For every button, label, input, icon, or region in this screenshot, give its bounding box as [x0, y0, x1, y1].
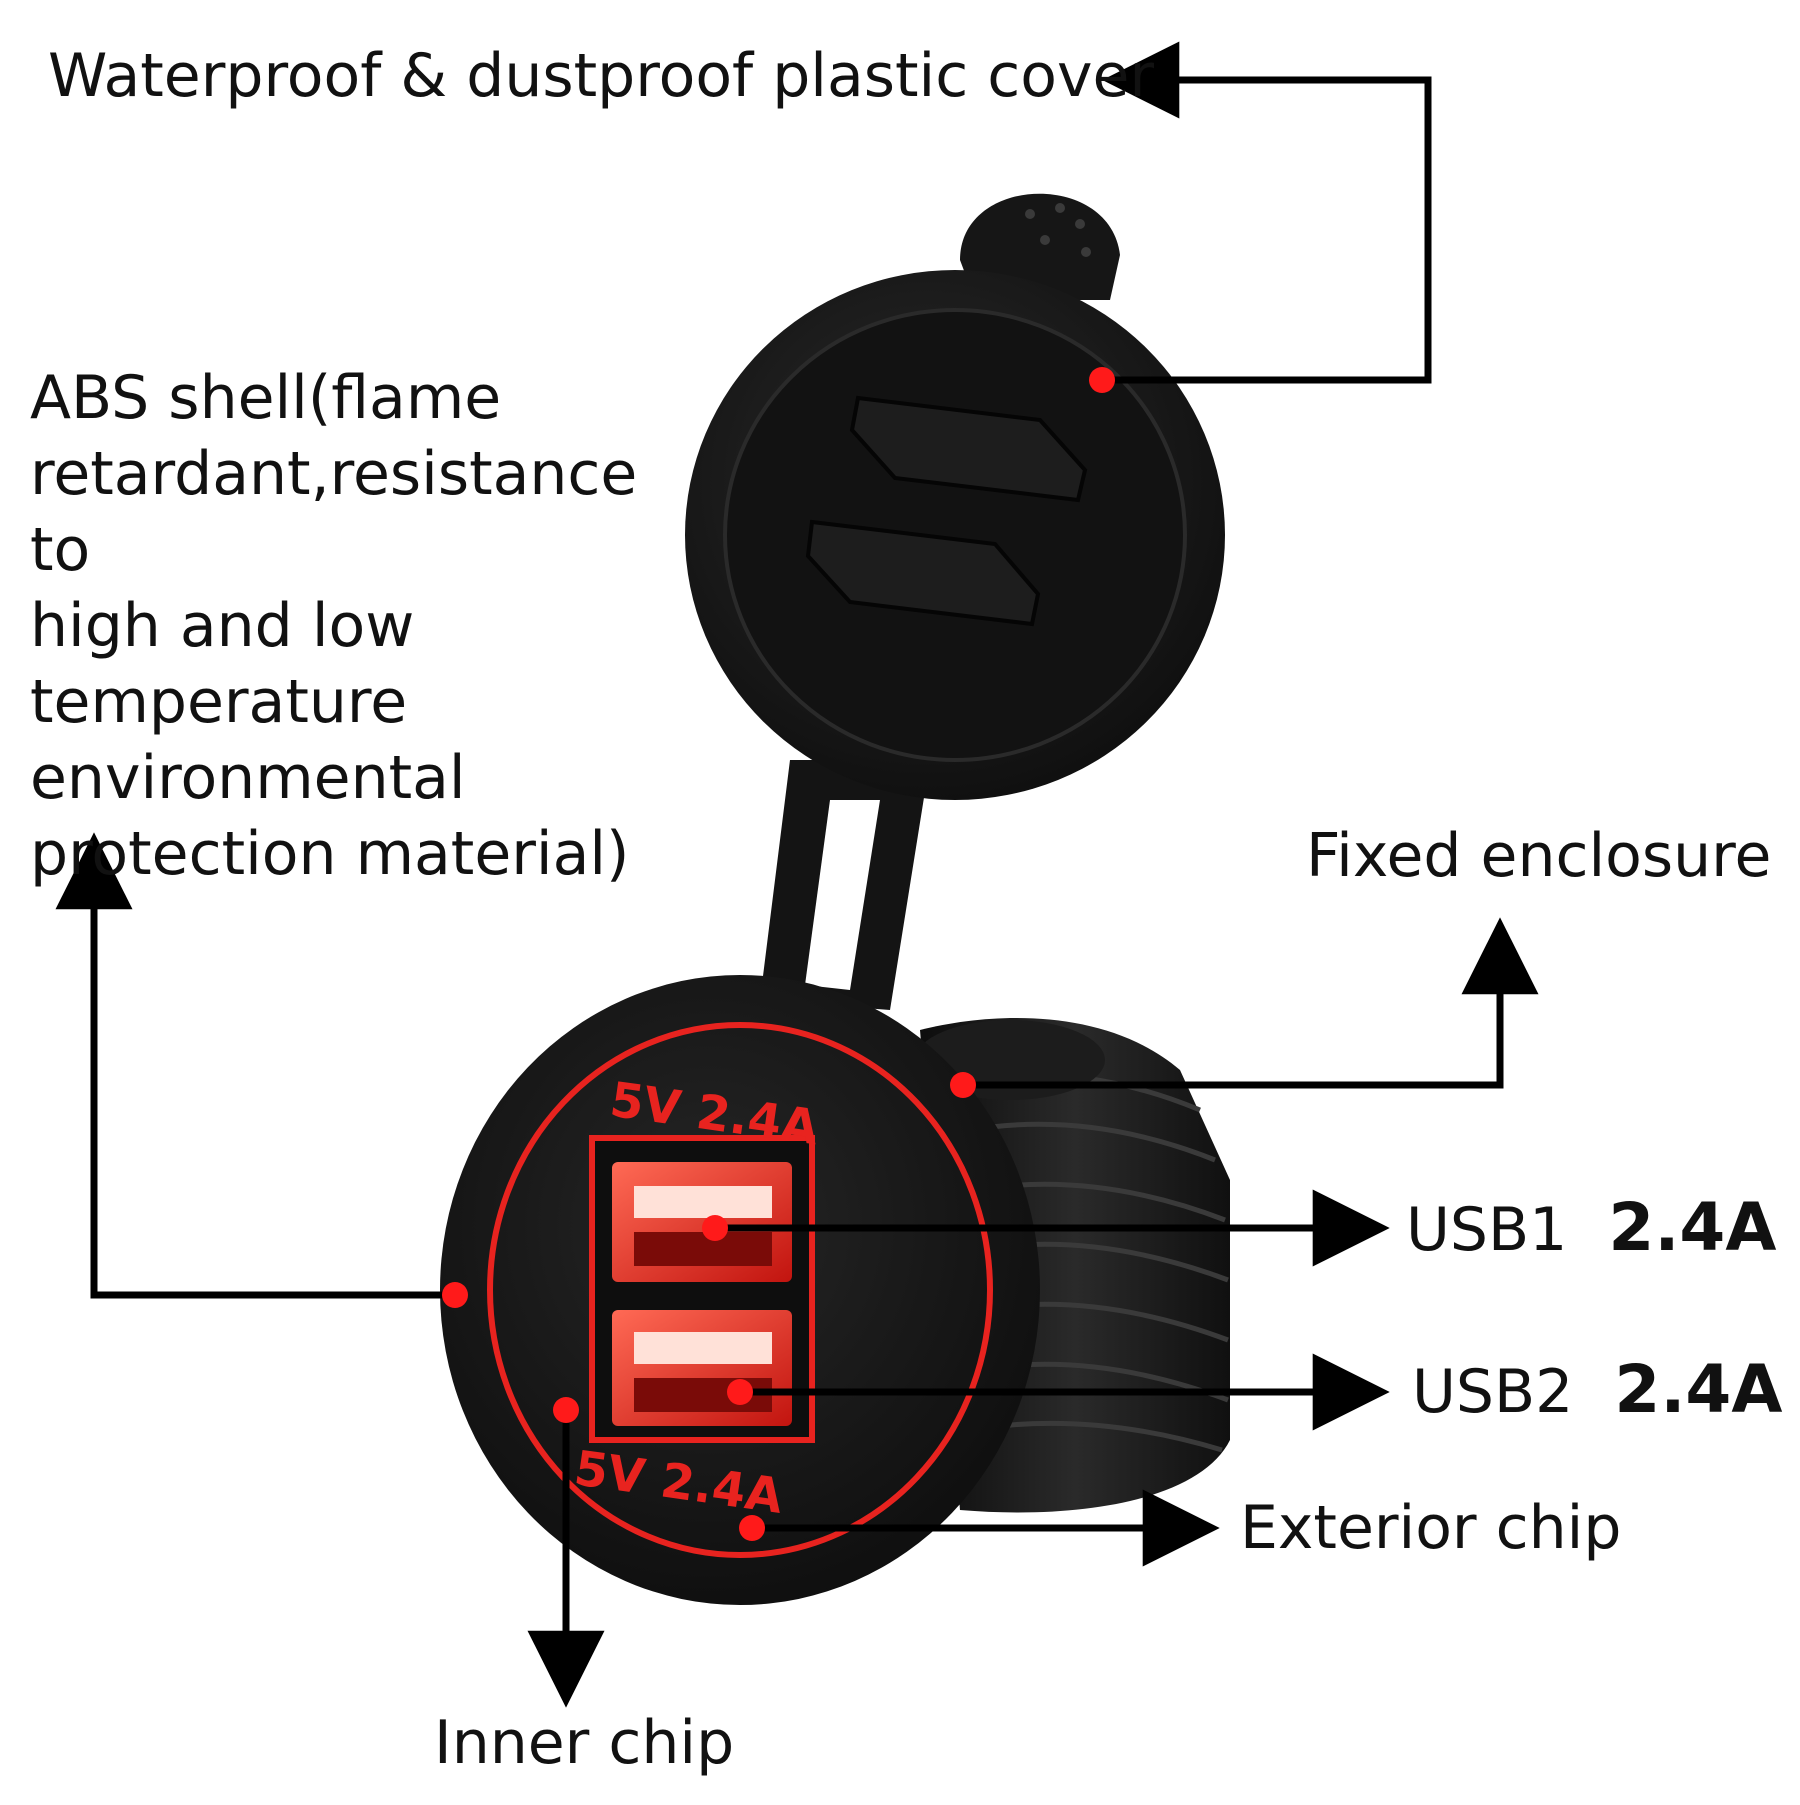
usb1-marker — [702, 1215, 728, 1241]
usb2-name: USB2 — [1412, 1357, 1574, 1427]
enclosure-marker — [950, 1072, 976, 1098]
usb2-label: USB2 2.4A — [1412, 1352, 1782, 1430]
usb1-rating: 2.4A — [1608, 1189, 1777, 1266]
cover-leader — [1102, 41, 1432, 384]
abs-line-2: retardant,resistance to — [30, 439, 638, 585]
usb1-name: USB1 — [1406, 1195, 1568, 1265]
abs-line-4: temperature — [30, 667, 408, 737]
enclosure-leader — [963, 917, 1539, 1089]
abs-line-3: high and low — [30, 591, 415, 661]
abs-line-5: environmental — [30, 743, 466, 813]
inner-chip-label: Inner chip — [434, 1708, 735, 1778]
cover-marker — [1089, 367, 1115, 393]
inner-chip-marker — [553, 1397, 579, 1423]
usb1-label: USB1 2.4A — [1406, 1190, 1776, 1268]
exterior-chip-marker — [739, 1515, 765, 1541]
usb2-rating: 2.4A — [1614, 1351, 1783, 1428]
abs-line-6: protection material) — [30, 819, 630, 889]
abs-shell-label: ABS shell(flame retardant,resistance to … — [30, 360, 710, 892]
cover-label: Waterproof & dustproof plastic cover — [48, 41, 1155, 111]
fixed-enclosure-label: Fixed enclosure — [1306, 821, 1772, 891]
leader-lines — [55, 41, 1539, 1708]
abs-leader — [55, 832, 455, 1299]
plastic-cover — [685, 193, 1225, 800]
exterior-chip-label: Exterior chip — [1240, 1493, 1622, 1563]
usb2-marker — [727, 1379, 753, 1405]
abs-marker — [442, 1282, 468, 1308]
socket-face — [440, 975, 1040, 1605]
cover-strap — [760, 760, 930, 1010]
markers — [442, 367, 1115, 1541]
abs-line-1: ABS shell(flame — [30, 363, 502, 433]
